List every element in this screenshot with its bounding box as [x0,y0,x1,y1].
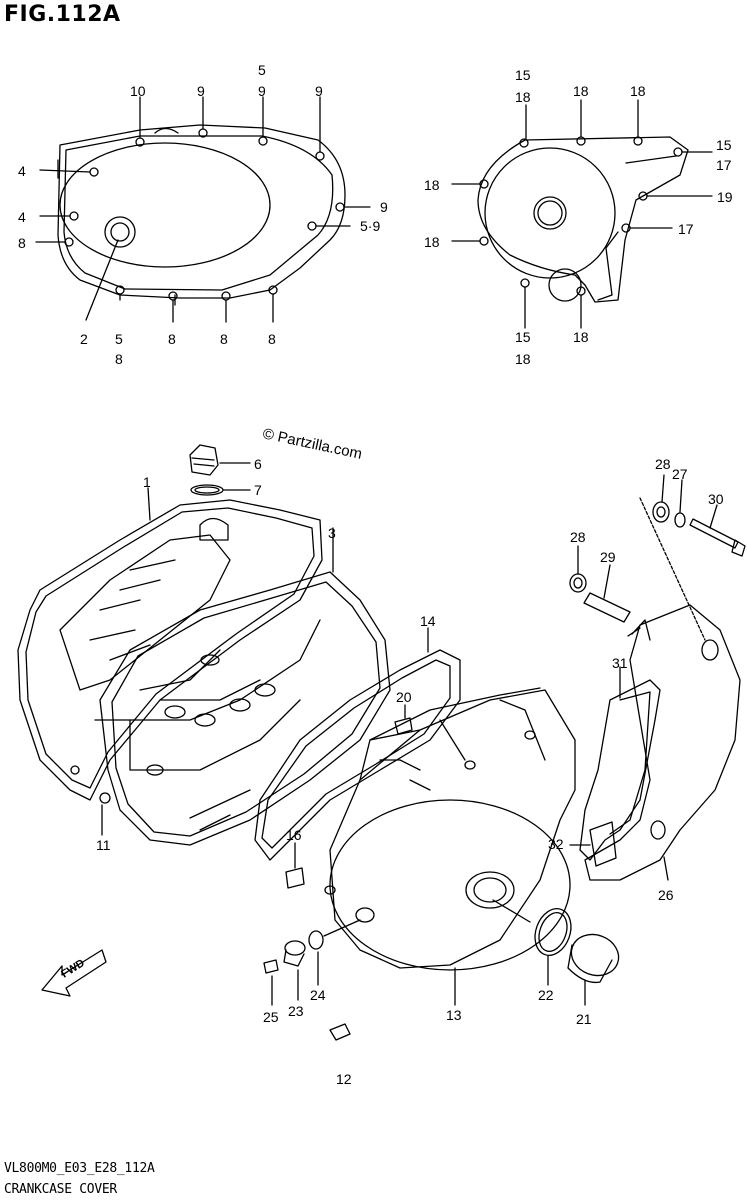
fwd-arrow-icon [41,949,107,997]
callout-30: 30 [708,491,724,507]
callout-9: 9 [380,199,388,215]
part-3-gasket [99,527,391,846]
generator-cover-bolt-view [451,99,713,329]
part-6-filler-cap [189,444,251,496]
callout-22: 22 [538,987,554,1003]
callout-18: 18 [573,83,589,99]
part-23-plug [283,940,306,1001]
callout-labels: 10 9 5 9 9 4 4 8 9 5·9 2 5 8 8 8 8 15 18… [18,62,733,1087]
callout-8: 8 [268,331,276,347]
part-31-bracket [579,666,661,861]
part-28-grommet [652,474,670,523]
callout-25: 25 [263,1009,279,1025]
callout-8: 8 [18,235,26,251]
callout-8: 8 [115,351,123,367]
callout-21: 21 [576,1011,592,1027]
callout-16: 16 [286,827,302,843]
figure-title: FIG.112A [4,2,121,27]
callout-12: 12 [336,1071,352,1087]
callout-20: 20 [396,689,412,705]
callout-5-9: 5·9 [360,218,380,234]
callout-32: 32 [548,836,564,852]
callout-4: 4 [18,209,26,225]
callout-18: 18 [573,329,589,345]
callout-19: 19 [717,189,733,205]
callout-17: 17 [716,157,732,173]
callout-10: 10 [130,83,146,99]
callout-13: 13 [446,1007,462,1023]
callout-3: 3 [328,525,336,541]
callout-18: 18 [424,234,440,250]
callout-31: 31 [612,655,628,671]
callout-23: 23 [288,1003,304,1019]
diagram-code: VL800M0_E03_E28_112A [4,1161,155,1176]
part-22-oring [492,899,572,986]
callout-24: 24 [310,987,326,1003]
diagram-caption: CRANKCASE COVER [4,1182,117,1197]
callout-8: 8 [168,331,176,347]
part-27-washer [674,479,686,528]
callout-5: 5 [258,62,266,78]
callout-9: 9 [197,83,205,99]
callout-28: 28 [655,456,671,472]
part-1-clutch-cover [17,487,323,836]
callout-18: 18 [515,89,531,105]
callout-1: 1 [143,474,151,490]
part-30-bolt [689,504,746,557]
watermark: © Partzilla.com [261,425,363,463]
callout-7: 7 [254,482,262,498]
callout-2: 2 [80,331,88,347]
part-26-cover-plate [584,604,741,881]
callout-18: 18 [630,83,646,99]
part-24-washer [308,919,361,986]
part-25-plug [263,959,279,1006]
callout-29: 29 [600,549,616,565]
part-13-generator-cover [324,687,576,1006]
callout-15: 15 [515,67,531,83]
callout-11: 11 [96,837,111,853]
part-29-collar [583,564,631,623]
part-14-gasket [254,627,461,861]
callout-9: 9 [258,83,266,99]
callout-26: 26 [658,887,674,903]
part-21-cap [567,933,620,1006]
callout-15: 15 [716,137,732,153]
callout-8: 8 [220,331,228,347]
part-20-dowel [394,704,413,735]
callout-18: 18 [515,351,531,367]
callout-4: 4 [18,163,26,179]
callout-28: 28 [570,529,586,545]
callout-9: 9 [315,83,323,99]
part-16-dowel [285,842,305,889]
callout-6: 6 [254,456,262,472]
callout-27: 27 [672,466,688,482]
clutch-cover-bolt-view [35,96,371,323]
part-32-clip [569,821,617,867]
callout-5: 5 [115,331,123,347]
assembly-line [639,497,706,641]
callout-18: 18 [424,177,440,193]
callout-15: 15 [515,329,531,345]
part-28-grommet-b [569,545,587,593]
callout-17: 17 [678,221,694,237]
callout-14: 14 [420,613,436,629]
part-12-plug [329,1023,351,1041]
